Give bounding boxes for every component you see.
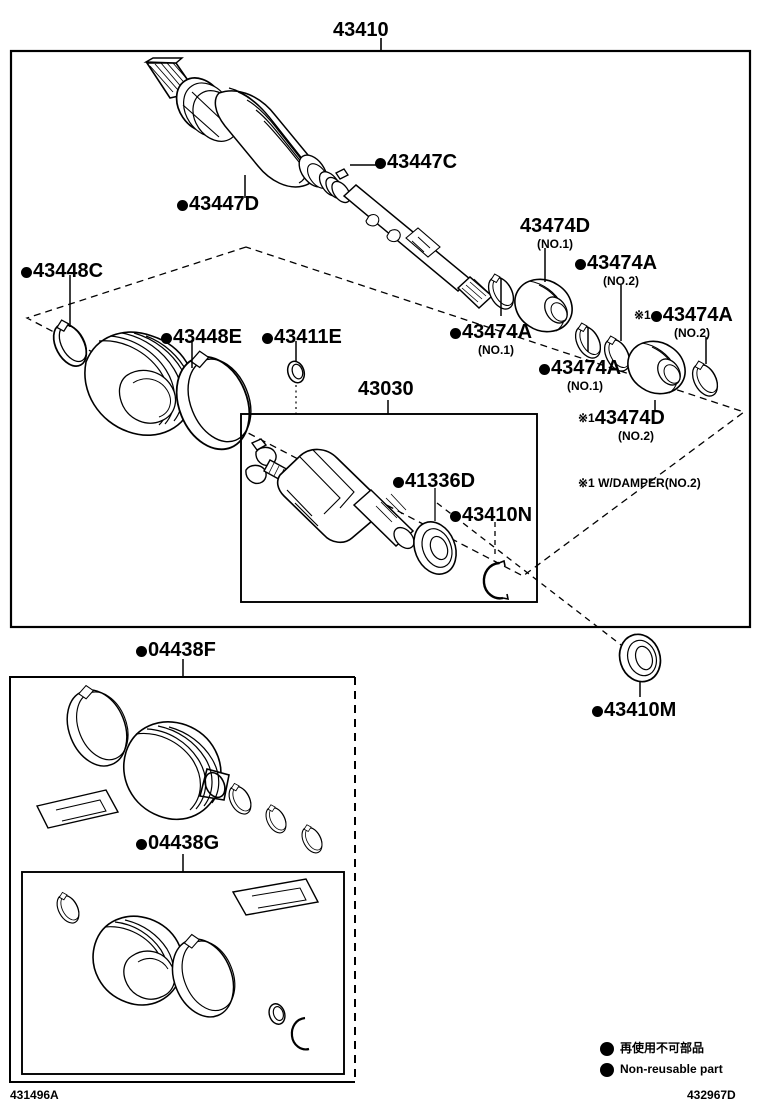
footer-code-right: 432967D [687, 1088, 736, 1102]
label-43448C: 43448C [21, 261, 103, 281]
non-reusable-dot-icon [177, 200, 188, 211]
label-43474D-no1: 43474D (NO.1) [519, 215, 591, 251]
non-reusable-dot-icon [393, 477, 404, 488]
damper-note: ※1 W/DAMPER(NO.2) [578, 476, 701, 490]
outboard-joint-assembly [143, 57, 494, 310]
oilseal-41336D [413, 521, 457, 575]
non-reusable-dot-icon [592, 706, 603, 717]
oilseal-43410M [618, 633, 662, 683]
label-04438G: 04438G [136, 833, 219, 853]
legend-dot-english [600, 1063, 614, 1077]
non-reusable-dot-icon [262, 333, 273, 344]
damper-note-marker: ※1 [634, 308, 651, 322]
label-43410: 43410 [333, 19, 389, 41]
label-41336D: 41336D [393, 471, 475, 491]
label-43474A-no2-a: 43474A (NO.2) [575, 253, 667, 287]
label-43474A-no1-a: 43474A (NO.1) [450, 322, 542, 356]
inboard-boot-assembly [46, 317, 308, 462]
non-reusable-dot-icon [136, 646, 147, 657]
non-reusable-dot-icon [575, 259, 586, 270]
damper-note-marker: ※1 [578, 411, 595, 425]
non-reusable-dot-icon [539, 364, 550, 375]
label-43448E: 43448E [161, 327, 242, 347]
legend-english-text: Non-reusable part [620, 1062, 723, 1076]
assembly-outline-dashed [25, 246, 746, 577]
legend-japanese-text: 再使用不可部品 [620, 1041, 705, 1055]
label-43411E: 43411E [262, 327, 342, 347]
non-reusable-dot-icon [450, 511, 461, 522]
legend-dot-japanese [600, 1042, 614, 1056]
label-43447D: 43447D [177, 194, 259, 214]
non-reusable-dot-icon [21, 267, 32, 278]
non-reusable-dot-icon [136, 839, 147, 850]
non-reusable-dot-icon [375, 158, 386, 169]
snapring-43410N [482, 559, 510, 601]
label-43474A-no1-b: 43474A (NO.1) [539, 358, 631, 392]
label-04438F: 04438F [136, 640, 216, 660]
inboard-joint-parts [245, 438, 510, 601]
non-reusable-dot-icon [450, 328, 461, 339]
non-reusable-dot-icon [161, 333, 172, 344]
group-box-43030 [240, 413, 538, 603]
boot-kit-04438G-contents [52, 878, 320, 1051]
non-reusable-dot-icon [650, 311, 662, 322]
clamp-43474A-no2-b [686, 358, 724, 401]
label-43474D-no2: ※143474D (NO.2) [578, 407, 665, 443]
footer-code-left: 431496A [10, 1088, 59, 1102]
snapring-43411E [284, 358, 308, 386]
label-43410N: 43410N [450, 505, 532, 525]
label-43030: 43030 [358, 378, 414, 400]
damper-cluster [482, 271, 724, 401]
boot-kit-04438F-contents [35, 680, 327, 857]
label-43447C: 43447C [375, 152, 457, 172]
label-43410M: 43410M [592, 700, 676, 720]
